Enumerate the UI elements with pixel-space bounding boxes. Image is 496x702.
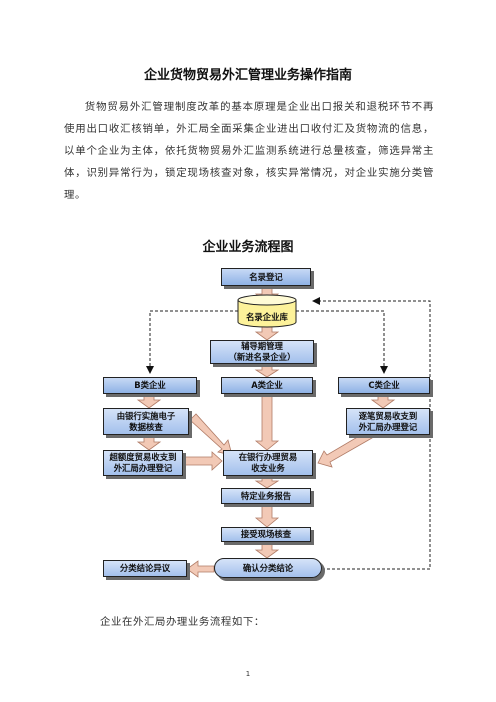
- arrow-c-register: [370, 393, 396, 409]
- arrow-bankcheck-overlimit: [136, 434, 162, 451]
- feedback-loop-line: [312, 297, 431, 570]
- arrow-report-check: [254, 503, 280, 528]
- arrow-bankcheck-bank: [189, 413, 233, 456]
- db-to-c-line: [296, 310, 388, 374]
- db-to-b-line: [146, 310, 238, 374]
- arrow-b-bankcheck: [136, 393, 162, 409]
- bank-check-box: 由银行实施电子 数据核查: [103, 408, 189, 435]
- objection-box: 分类结论异议: [103, 560, 187, 577]
- arrow-overlimit-bank: [183, 451, 223, 471]
- document-title: 企业货物贸易外汇管理业务操作指南: [143, 68, 352, 83]
- arrow-bank-report: [254, 475, 280, 489]
- arrow-a-bank: [254, 393, 280, 451]
- site-check-box: 接受现场核查: [221, 527, 311, 542]
- page-number: 1: [245, 670, 251, 678]
- confirm-box: 确认分类结论: [214, 558, 322, 578]
- arrow-confirm-objection: [186, 560, 215, 578]
- database-label: 名录企业库: [246, 311, 288, 322]
- arrow-check-confirm: [254, 541, 280, 559]
- over-limit-box: 超额度贸易收支到 外汇局办理登记: [103, 450, 183, 476]
- flowchart-title: 企业业务流程图: [202, 240, 294, 255]
- register-label: 名录登记: [249, 271, 283, 282]
- footer-note: 企业在外汇局办理业务流程如下：: [100, 616, 265, 628]
- class-a-box: A类企业: [221, 377, 313, 394]
- bank-handle-box: 在银行办理贸易 收支业务: [223, 450, 313, 476]
- guidance-line2: （新进名录企业）: [228, 352, 296, 362]
- c-register-box: 逐笔贸易收支到 外汇局办理登记: [346, 408, 430, 435]
- intro-paragraph: 货物贸易外汇管理制度改革的基本原理是企业出口报关和退税环节不再使用出口收汇核销单…: [64, 101, 434, 201]
- class-c-box: C类企业: [338, 377, 430, 394]
- guidance-box: 辅导期管理 （新进名录企业）: [210, 340, 314, 364]
- class-b-box: B类企业: [103, 377, 197, 394]
- guidance-line1: 辅导期管理: [241, 341, 283, 351]
- database-cylinder: [237, 294, 297, 328]
- special-report-box: 特定业务报告: [221, 488, 311, 504]
- arrow-guidance-a: [254, 363, 280, 378]
- register-box: 名录登记: [221, 268, 311, 286]
- arrow-c-bank: [317, 431, 373, 468]
